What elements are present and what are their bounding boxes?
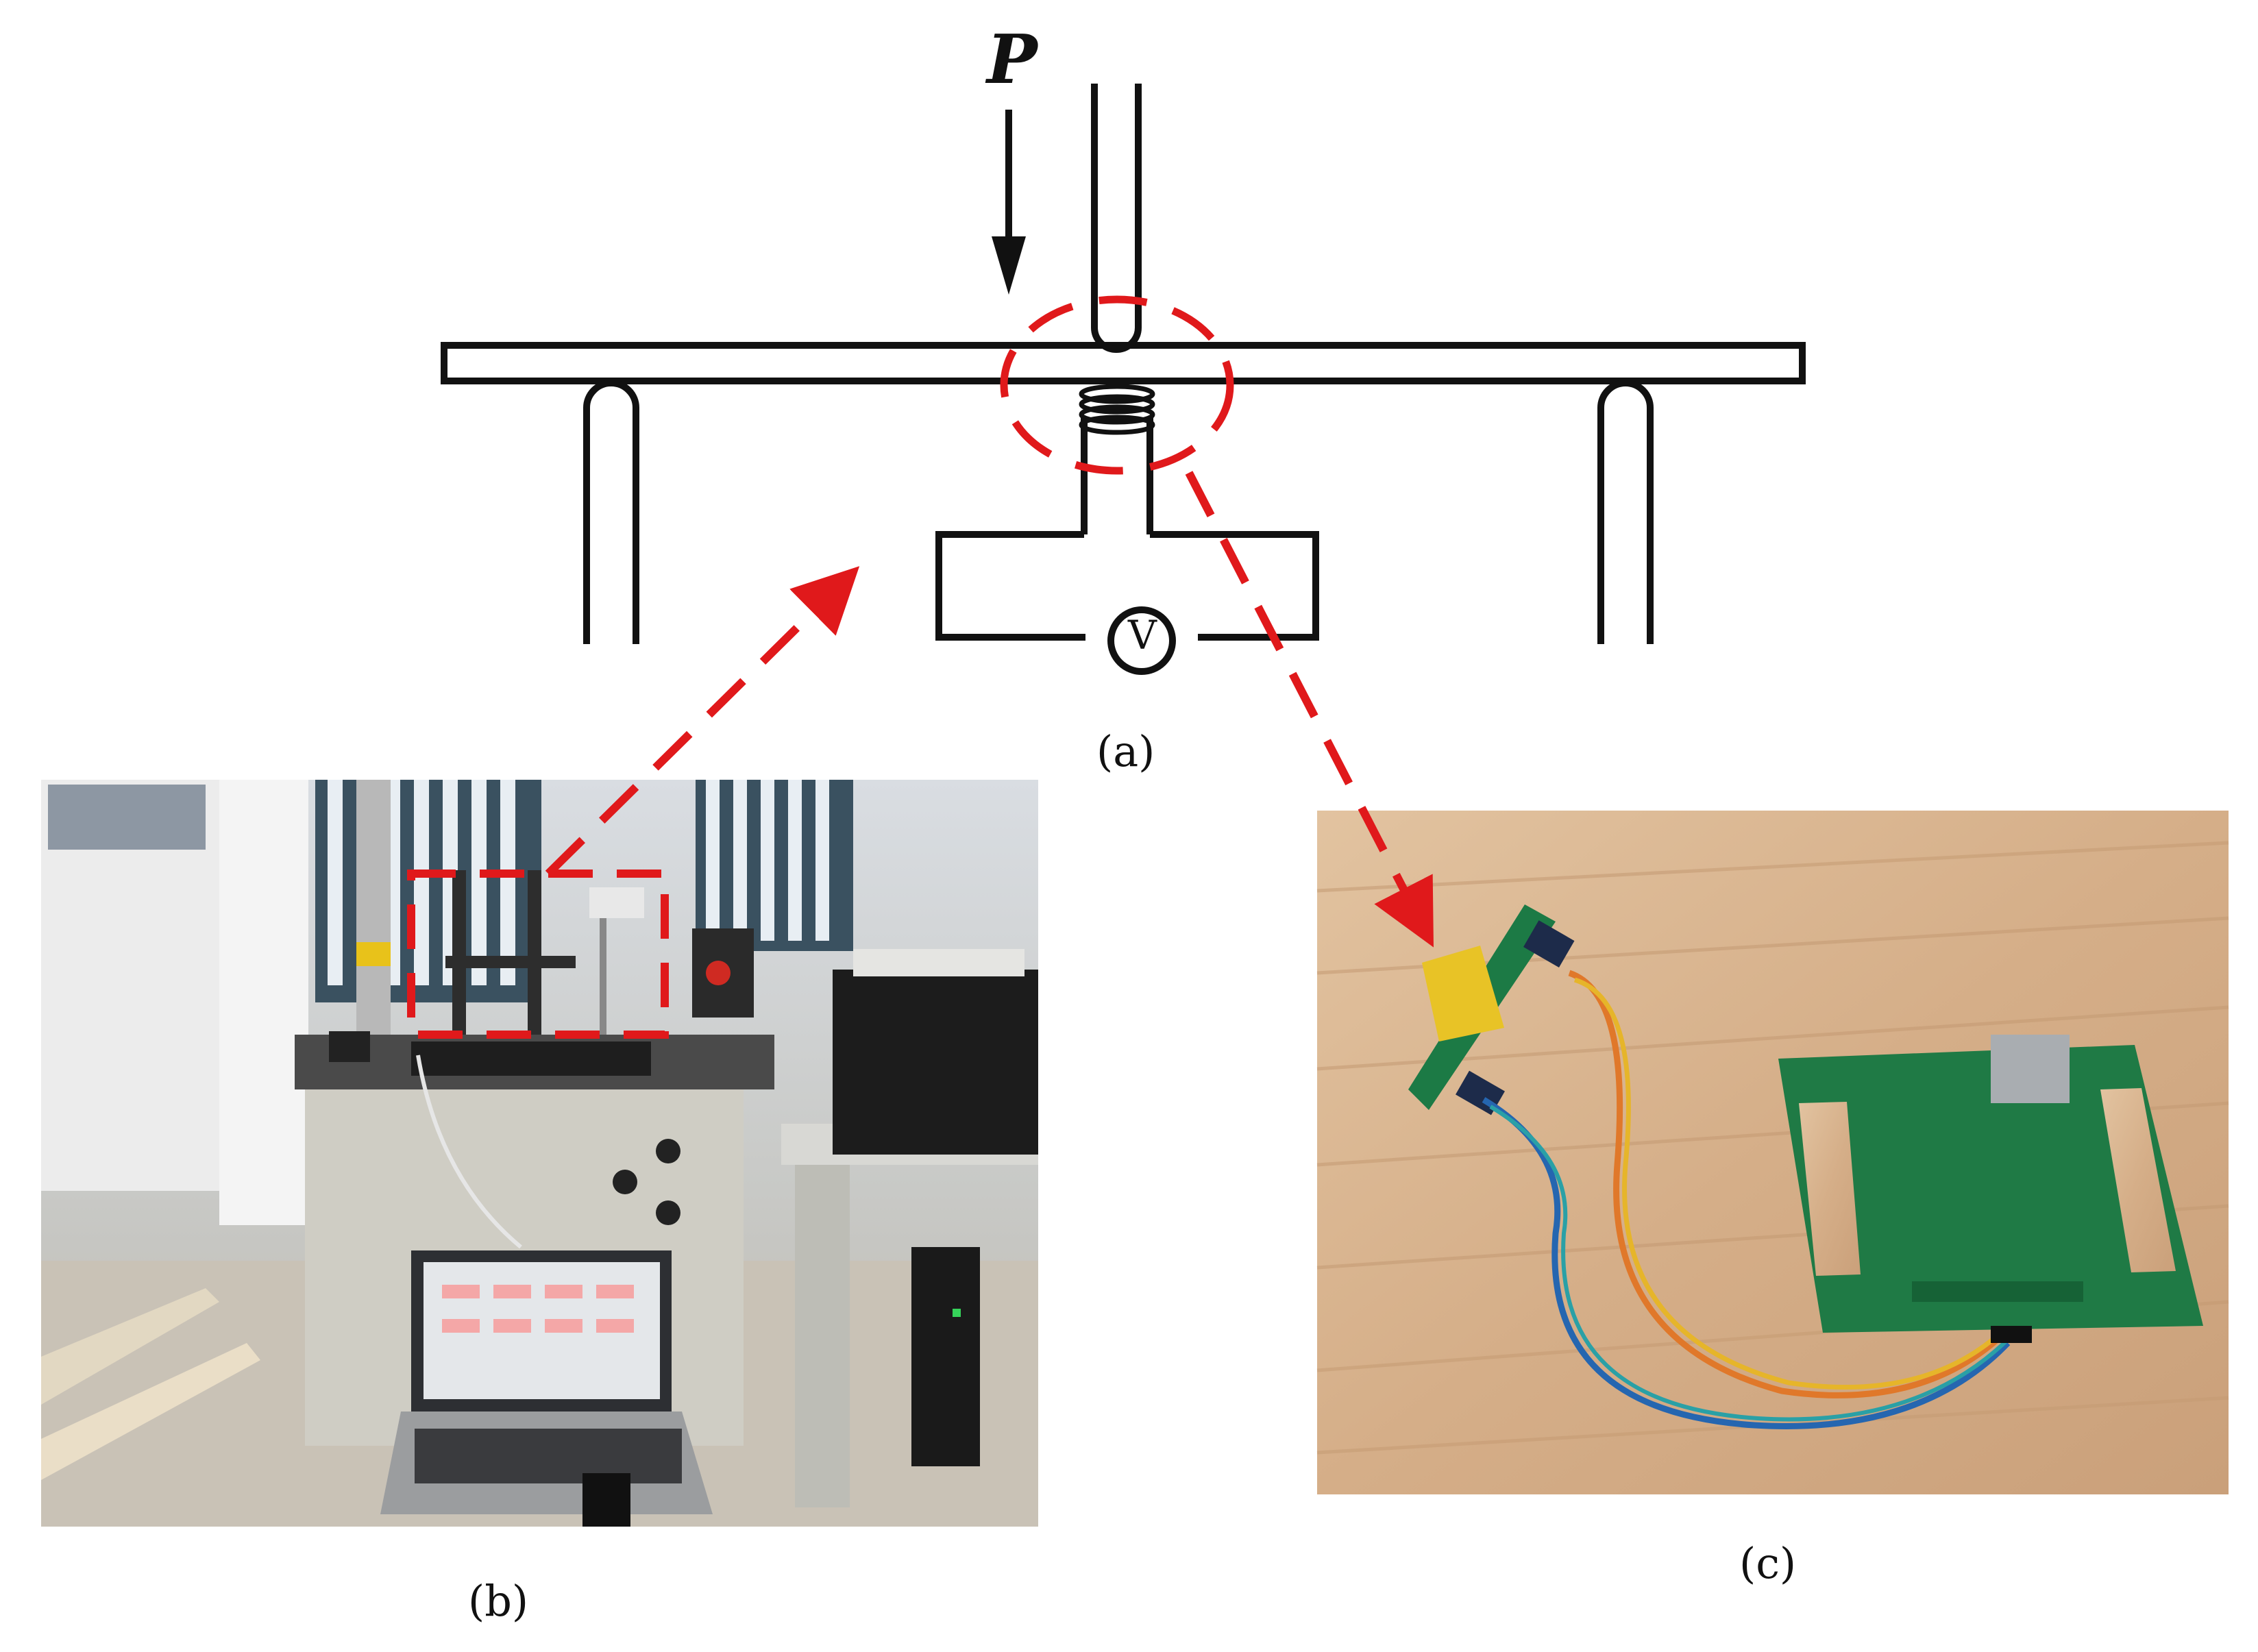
caption-a: (a) (1096, 726, 1155, 776)
sensor-board-photo (1316, 811, 2229, 1494)
connector-arrow-b-to-a (545, 566, 860, 877)
left-support (583, 380, 639, 644)
load-label: P (987, 21, 1038, 99)
connector-arrow-a-to-c (1185, 471, 1434, 948)
caption-b: (b) (468, 1576, 529, 1626)
circuit-loop (935, 531, 1319, 641)
sensor-spring (1079, 384, 1155, 435)
contact-zone-highlight (1000, 295, 1234, 475)
load-arrow (992, 110, 1026, 295)
voltmeter-circle (1107, 606, 1176, 675)
testing-machine-photo (41, 780, 1038, 1527)
three-point-bending-schematic (441, 84, 1806, 675)
loading-head (1091, 84, 1142, 353)
sensor-stem (1081, 418, 1153, 534)
caption-c: (c) (1739, 1538, 1797, 1588)
voltmeter-label: V (1128, 612, 1157, 658)
right-support (1597, 380, 1654, 644)
